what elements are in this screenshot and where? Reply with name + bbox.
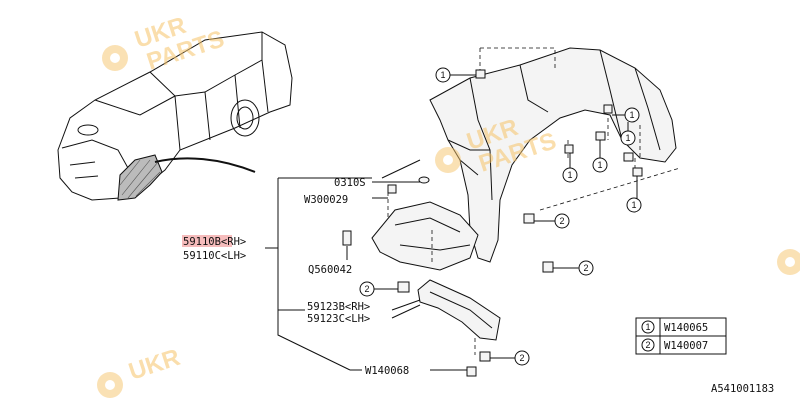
label-59110b[interactable]: 59110B<RH> xyxy=(183,236,246,248)
label-59123c[interactable]: 59123C<LH> xyxy=(307,313,370,325)
legend-code-2[interactable]: W140007 xyxy=(664,340,708,352)
label-q560042[interactable]: Q560042 xyxy=(308,264,352,276)
legend-num-2: 2 xyxy=(645,340,650,350)
svg-text:2: 2 xyxy=(559,216,564,226)
svg-text:1: 1 xyxy=(440,70,445,80)
svg-text:2: 2 xyxy=(583,263,588,273)
leader-lines xyxy=(265,159,467,371)
highlight-59110b xyxy=(182,235,232,247)
svg-text:1: 1 xyxy=(567,170,572,180)
svg-text:1: 1 xyxy=(625,133,630,143)
fastener-legend: 1 W140065 2 W140007 xyxy=(635,317,727,355)
fasteners xyxy=(342,69,643,377)
callouts: 1 1 1 1 1 1 2 2 2 2 xyxy=(359,67,642,366)
svg-text:2: 2 xyxy=(519,353,524,363)
watermark-bottom-line1: UKR xyxy=(126,344,184,386)
legend-code-1[interactable]: W140065 xyxy=(664,322,708,334)
svg-text:1: 1 xyxy=(631,200,636,210)
label-59123b[interactable]: 59123B<RH> xyxy=(307,301,370,313)
watermark-top: UKR PARTS xyxy=(102,12,228,76)
diagram-id: A541001183 xyxy=(711,383,774,395)
fender-liner-assembly xyxy=(371,47,677,341)
watermark-right xyxy=(777,249,800,275)
svg-text:2: 2 xyxy=(364,284,369,294)
svg-text:1: 1 xyxy=(629,110,634,120)
watermark-bottom: UKR xyxy=(97,344,183,398)
legend-num-1: 1 xyxy=(645,322,650,332)
label-0310s[interactable]: 0310S xyxy=(334,177,366,189)
label-59110c[interactable]: 59110C<LH> xyxy=(183,250,246,262)
label-w140068[interactable]: W140068 xyxy=(365,365,409,377)
svg-text:1: 1 xyxy=(597,160,602,170)
car-illustration xyxy=(57,31,293,201)
label-w300029[interactable]: W300029 xyxy=(304,194,348,206)
